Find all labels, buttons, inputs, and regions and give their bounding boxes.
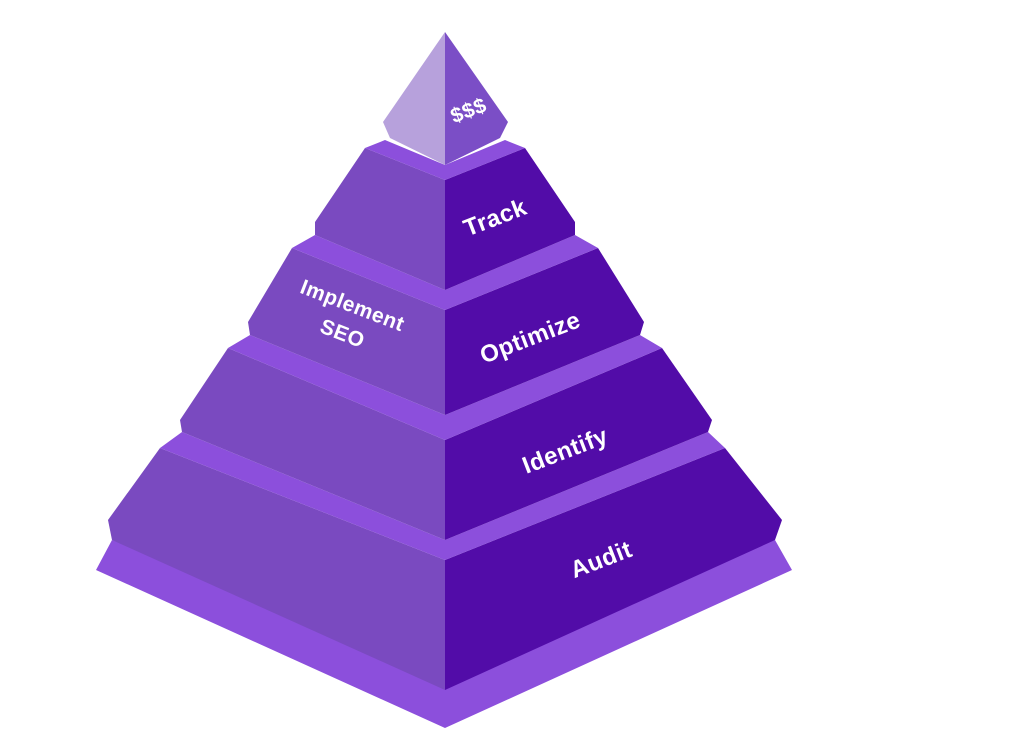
- tier-4-left-face: [180, 348, 445, 540]
- tier-5-left-face: [108, 448, 445, 690]
- tier-3-left-face: [248, 248, 445, 415]
- tier-2-top-ledge: [365, 140, 525, 180]
- apex-left-face: [383, 32, 445, 165]
- tier-3-right-face: [445, 248, 644, 415]
- apex-right-face: [445, 32, 508, 165]
- pyramid-base-plate: [96, 540, 792, 728]
- tier-3-top-ledge: [292, 235, 598, 310]
- tier-2-right-face: [445, 148, 575, 290]
- tier-4-top-ledge: [228, 335, 662, 440]
- tier-4-right-face: [445, 348, 712, 540]
- tier-5-right-face: [445, 448, 782, 690]
- tier-2-left-face: [315, 148, 445, 290]
